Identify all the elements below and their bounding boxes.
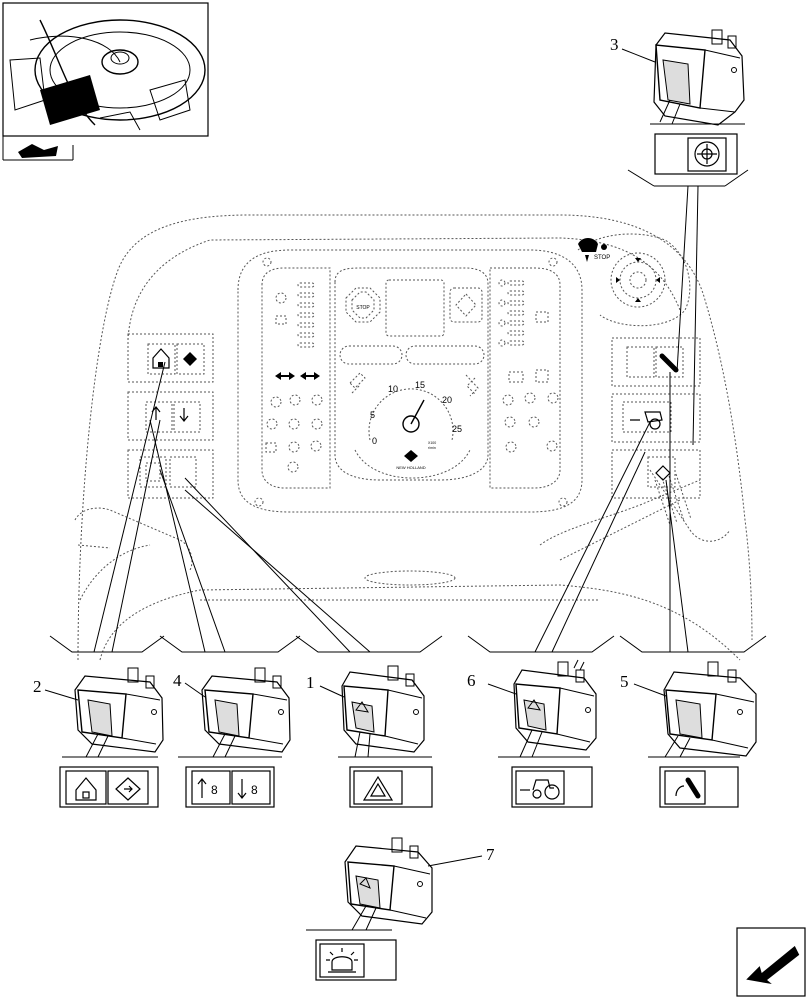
switch-5: 5 xyxy=(620,661,757,808)
tractor-pto-icon xyxy=(520,779,560,800)
switch-6: 6 xyxy=(467,659,597,808)
brand-logo-icon xyxy=(404,450,418,462)
top-stop-label: STOP xyxy=(594,255,610,261)
arrow-icon xyxy=(743,944,801,986)
callout-2-label: 2 xyxy=(33,677,42,696)
cluster-diamond-button xyxy=(449,287,483,323)
diamond-arrow-icon xyxy=(115,777,141,801)
thumbnail-pointer-icon xyxy=(18,144,58,158)
switch-7: 7 xyxy=(306,837,495,981)
tach-mark-x100: X100 xyxy=(428,441,436,445)
stop-button-cluster: STOP xyxy=(345,287,381,323)
callout-7-label: 7 xyxy=(486,845,495,864)
location-thumbnail xyxy=(2,2,209,161)
home-position-icon xyxy=(75,777,97,801)
callout-5-label: 5 xyxy=(620,672,629,691)
tach-tick-0: 0 xyxy=(372,436,377,446)
callout-6-label: 6 xyxy=(467,671,476,690)
dashboard-outline xyxy=(74,214,753,661)
instrument-cluster: STOP 0 5 10 15 20 25 X100 r/min NEW xyxy=(237,233,691,513)
left-lamp-bars xyxy=(275,282,315,348)
right-lamp-icons xyxy=(502,369,559,453)
switch-2: 2 xyxy=(33,667,164,808)
flashing-beacon-key-icon xyxy=(675,777,701,799)
turn-left-arrow-icon xyxy=(275,372,295,380)
hazard-warning-icon xyxy=(362,775,394,801)
tach-tick-10: 10 xyxy=(388,384,398,394)
svg-text:8: 8 xyxy=(251,783,258,797)
right-lamp-bars xyxy=(498,279,549,347)
left-lamp-icons xyxy=(265,372,323,473)
rotary-beacon-icon xyxy=(326,948,358,973)
steering-control-area: STOP xyxy=(577,233,691,327)
steering-mode-icon xyxy=(694,141,720,167)
callout-1-label: 1 xyxy=(306,673,315,692)
switch-3: 3 xyxy=(610,29,745,175)
left-switch-panel xyxy=(127,333,214,499)
hitch-down-icon: 8 xyxy=(237,779,258,799)
navigation-arrow-button[interactable] xyxy=(736,927,806,997)
callout-4-label: 4 xyxy=(173,671,182,690)
tach-mark-rmin: r/min xyxy=(428,446,436,450)
tach-tick-20: 20 xyxy=(442,395,452,405)
cluster-stop-label: STOP xyxy=(356,305,370,311)
tachometer: 0 5 10 15 20 25 X100 r/min NEW HOLLAND xyxy=(354,380,471,479)
tach-tick-25: 25 xyxy=(452,424,462,434)
brand-text: NEW HOLLAND xyxy=(396,465,425,470)
leader-lines xyxy=(93,169,749,653)
switch-1: 1 xyxy=(306,665,433,808)
svg-text:8: 8 xyxy=(211,783,218,797)
tach-tick-5: 5 xyxy=(370,410,375,420)
turn-trailer-arrow-icon xyxy=(300,372,320,380)
switch-4: 4 8 8 xyxy=(173,667,291,808)
hitch-up-icon: 8 xyxy=(197,778,218,798)
stalk-hatch xyxy=(654,473,692,526)
stop-hand-icon xyxy=(578,238,598,252)
tach-tick-15: 15 xyxy=(415,380,425,390)
right-switch-panel xyxy=(611,337,701,499)
callout-3-label: 3 xyxy=(610,35,619,54)
group-brackets xyxy=(49,635,767,653)
